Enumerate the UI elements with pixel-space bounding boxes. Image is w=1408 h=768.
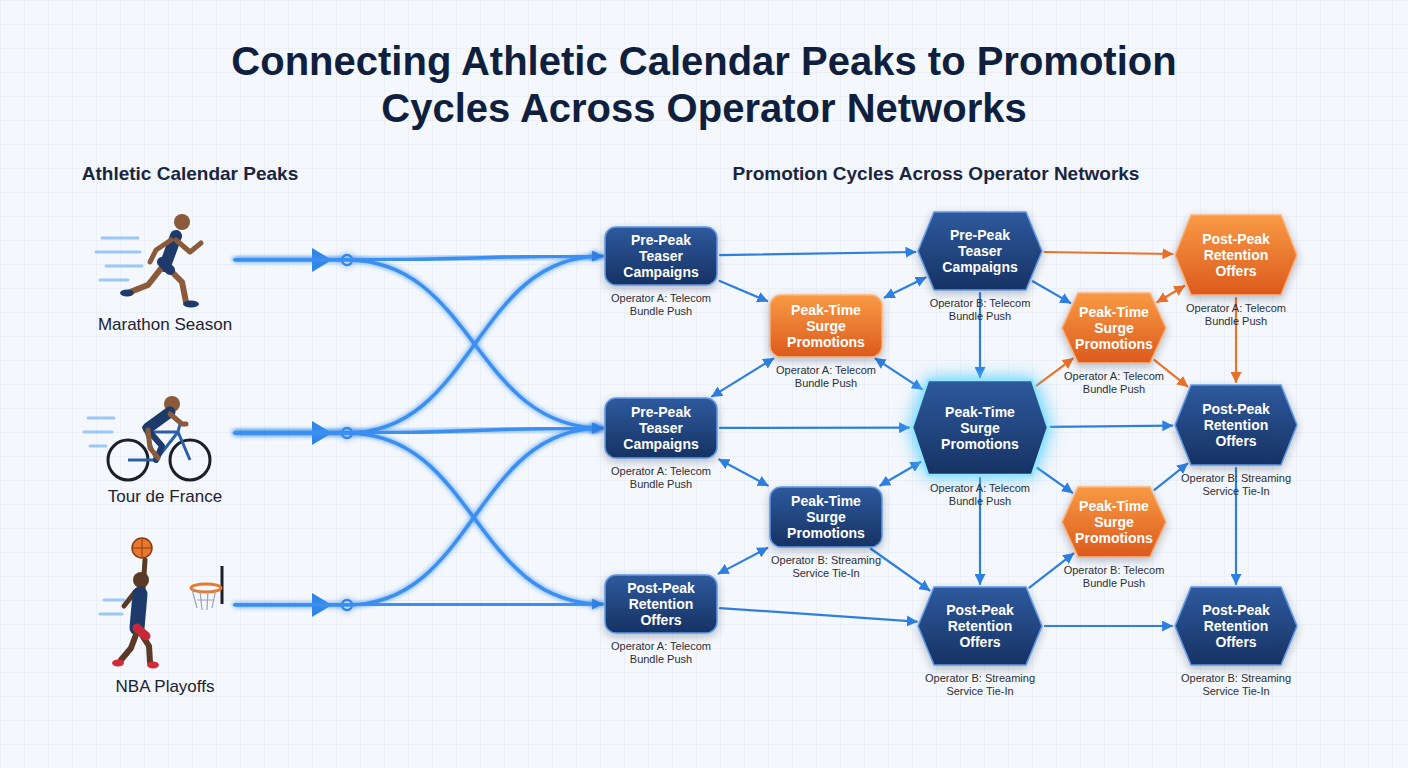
- hexagon-node: Post-Peak Retention OffersOperator B: St…: [1175, 385, 1297, 465]
- hexagon-shape: [1062, 293, 1166, 363]
- feeder-connector: [235, 433, 602, 604]
- hexagon-shape: [1175, 587, 1297, 665]
- node-title: Peak-Time Surge Promotions: [1071, 304, 1157, 352]
- hexagon-node: Pre-Peak Teaser CampaignsOperator B: Tel…: [918, 212, 1042, 290]
- node-title: Post-Peak Retention Offers: [937, 602, 1023, 650]
- process-box: Peak-Time Surge PromotionsOperator A: Te…: [770, 295, 882, 357]
- hexagon-shape: [918, 212, 1042, 290]
- operator-label: Operator B: Streaming Service Tie-In: [764, 554, 888, 580]
- flow-connector: [1157, 286, 1184, 302]
- flow-connector: [1045, 252, 1173, 254]
- flow-connector: [720, 427, 909, 429]
- process-box: Peak-Time Surge PromotionsOperator B: St…: [770, 487, 882, 547]
- hexagon-node: Post-Peak Retention OffersOperator B: St…: [918, 587, 1042, 665]
- node-title: Peak-Time Surge Promotions: [783, 302, 869, 350]
- operator-label: Operator B: Streaming Service Tie-In: [1174, 672, 1298, 698]
- flow-connector: [1037, 468, 1072, 493]
- process-box: Pre-Peak Teaser CampaignsOperator A: Tel…: [605, 398, 717, 458]
- node-title: Post-Peak Retention Offers: [618, 580, 704, 628]
- process-box: Pre-Peak Teaser CampaignsOperator A: Tel…: [605, 227, 717, 285]
- hexagon-node: Post-Peak Retention OffersOperator A: Te…: [1175, 215, 1297, 295]
- flow-connector: [720, 252, 915, 255]
- feeder-connector: [235, 604, 602, 605]
- hexagon-node: Post-Peak Retention OffersOperator B: St…: [1175, 587, 1297, 665]
- diagram-title: Connecting Athletic Calendar Peaks to Pr…: [184, 38, 1224, 132]
- flow-connector: [1045, 625, 1172, 627]
- sport-caption: Tour de France: [75, 487, 255, 507]
- rounded-box-shape: [605, 398, 717, 458]
- feeder-connector: [235, 260, 602, 428]
- hexagon-node: Peak-Time Surge PromotionsOperator A: Te…: [1062, 293, 1166, 363]
- cyclist-icon: [84, 396, 210, 480]
- flow-connector: [719, 459, 767, 485]
- feeder-connector: [235, 256, 602, 433]
- node-title: Peak-Time Surge Promotions: [937, 404, 1023, 452]
- operator-label: Operator B: Streaming Service Tie-In: [1174, 472, 1298, 498]
- flow-connector: [712, 359, 773, 397]
- operator-label: Operator A: Telecom Bundle Push: [599, 292, 723, 318]
- operator-label: Operator A: Telecom Bundle Push: [918, 482, 1042, 508]
- feeder-connector: [235, 428, 602, 605]
- hexagon-shape: [912, 380, 1048, 475]
- flow-connector: [719, 548, 768, 574]
- hexagon-node: Peak-Time Surge PromotionsOperator B: Te…: [1062, 487, 1166, 557]
- flow-connector: [1033, 281, 1070, 303]
- operator-label: Operator A: Telecom Bundle Push: [599, 465, 723, 491]
- operator-label: Operator A: Telecom Bundle Push: [599, 640, 723, 666]
- operator-label: Operator B: Telecom Bundle Push: [1052, 564, 1176, 590]
- sport-caption: Marathon Season: [75, 315, 255, 335]
- sport-caption: NBA Playoffs: [75, 677, 255, 697]
- node-title: Peak-Time Surge Promotions: [783, 493, 869, 541]
- hexagon-shape: [918, 587, 1042, 665]
- node-title: Pre-Peak Teaser Campaigns: [618, 404, 704, 452]
- node-title: Post-Peak Retention Offers: [1193, 401, 1279, 449]
- flow-connector: [720, 608, 917, 622]
- flow-connector: [1051, 426, 1172, 427]
- section-heading: Promotion Cycles Across Operator Network…: [676, 162, 1196, 186]
- sport-node: NBA Playoffs: [95, 535, 235, 697]
- flow-connector: [880, 462, 920, 485]
- runner-icon: [96, 214, 201, 308]
- node-title: Post-Peak Retention Offers: [1193, 602, 1279, 650]
- node-title: Post-Peak Retention Offers: [1193, 231, 1279, 279]
- hexagon-shape: [1175, 385, 1297, 465]
- operator-label: Operator A: Telecom Bundle Push: [1052, 370, 1176, 396]
- node-title: Pre-Peak Teaser Campaigns: [618, 232, 704, 280]
- node-title: Peak-Time Surge Promotions: [1071, 498, 1157, 546]
- operator-label: Operator B: Streaming Service Tie-In: [918, 672, 1042, 698]
- rounded-box-shape: [605, 227, 717, 285]
- rounded-box-shape: [770, 487, 882, 547]
- section-heading: Athletic Calendar Peaks: [0, 162, 450, 186]
- node-title: Pre-Peak Teaser Campaigns: [937, 227, 1023, 275]
- hexagon-shape: [1062, 487, 1166, 557]
- operator-label: Operator A: Telecom Bundle Push: [1174, 302, 1298, 328]
- flow-connector: [876, 359, 922, 390]
- speed-lines: [84, 418, 114, 446]
- operator-label: Operator B: Telecom Bundle Push: [918, 297, 1042, 323]
- flow-connector: [720, 281, 767, 301]
- rounded-box-shape: [605, 575, 717, 633]
- process-box: Post-Peak Retention OffersOperator A: Te…: [605, 575, 717, 633]
- basketball-icon: [100, 538, 222, 669]
- sport-node: Tour de France: [95, 385, 235, 507]
- sport-node: Marathon Season: [95, 205, 235, 335]
- speed-lines: [96, 238, 142, 280]
- hexagon-node: Peak-Time Surge PromotionsOperator A: Te…: [912, 380, 1048, 475]
- hexagon-shape: [1175, 215, 1297, 295]
- speed-lines: [100, 600, 124, 614]
- rounded-box-shape: [770, 295, 882, 357]
- operator-label: Operator A: Telecom Bundle Push: [764, 364, 888, 390]
- flow-connector: [885, 277, 926, 297]
